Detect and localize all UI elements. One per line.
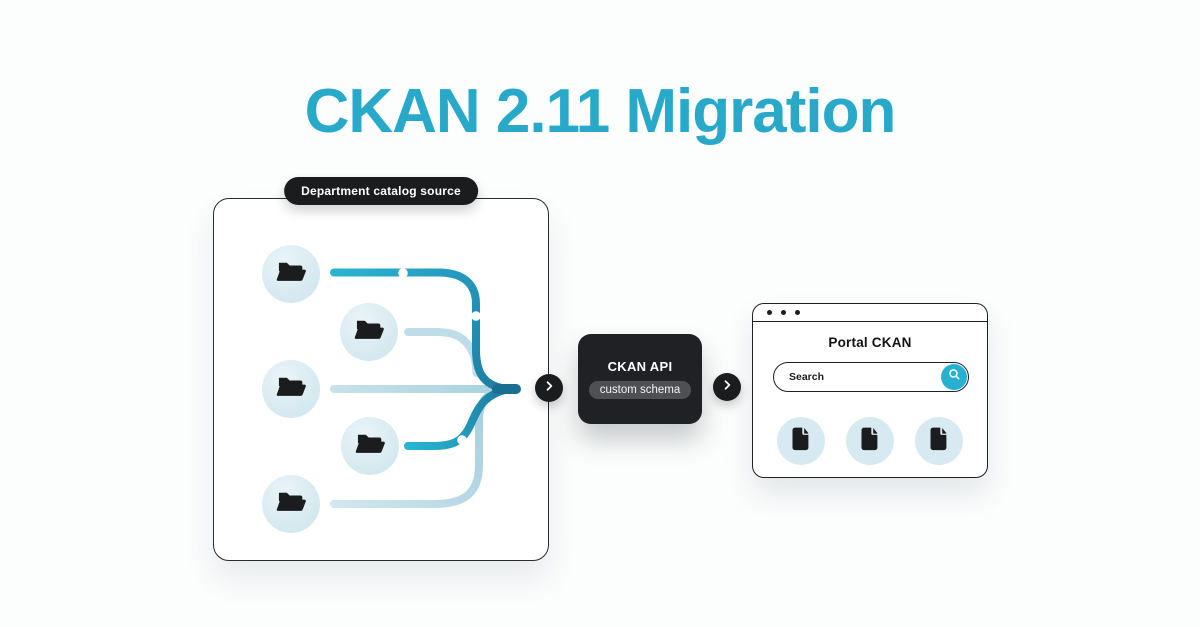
ckan-api-title: CKAN API bbox=[607, 359, 673, 374]
search-bar bbox=[773, 362, 969, 392]
ckan-api-node: CKAN API custom schema bbox=[578, 334, 702, 424]
portal-title: Portal CKAN bbox=[828, 335, 912, 350]
magnifier-icon bbox=[947, 367, 962, 387]
search-input[interactable] bbox=[774, 363, 941, 391]
flow-lines bbox=[330, 268, 521, 508]
dataset-results bbox=[753, 417, 987, 465]
source-panel-label: Department catalog source bbox=[284, 177, 478, 205]
packet-dot bbox=[457, 435, 467, 445]
window-control-dot bbox=[767, 310, 772, 315]
document-icon bbox=[927, 426, 951, 457]
window-titlebar bbox=[753, 304, 987, 322]
portal-window: Portal CKAN bbox=[752, 303, 988, 478]
search-button[interactable] bbox=[941, 364, 967, 390]
flow-arrow bbox=[535, 374, 563, 402]
window-control-dot bbox=[795, 310, 800, 315]
folder-source bbox=[341, 417, 399, 475]
open-folder-icon bbox=[276, 489, 306, 520]
document-icon bbox=[789, 426, 813, 457]
open-folder-icon bbox=[276, 259, 306, 290]
dataset-item bbox=[915, 417, 963, 465]
dataset-item bbox=[777, 417, 825, 465]
folder-source bbox=[262, 360, 320, 418]
custom-schema-badge: custom schema bbox=[588, 381, 692, 399]
packet-dot bbox=[398, 268, 408, 278]
window-control-dot bbox=[781, 310, 786, 315]
flow-arrow bbox=[713, 373, 741, 401]
dataset-item bbox=[846, 417, 894, 465]
packet-dot bbox=[471, 311, 481, 321]
flow-line-4 bbox=[404, 386, 509, 450]
open-folder-icon bbox=[354, 317, 384, 348]
open-folder-icon bbox=[355, 431, 385, 462]
folder-source bbox=[340, 303, 398, 361]
page-title: CKAN 2.11 Migration bbox=[304, 77, 897, 146]
flow-line-1 bbox=[330, 268, 508, 393]
chevron-right-icon bbox=[542, 379, 556, 398]
source-panel: Department catalog source bbox=[213, 177, 549, 561]
open-folder-icon bbox=[276, 374, 306, 405]
chevron-right-icon bbox=[720, 378, 734, 397]
folder-source bbox=[262, 245, 320, 303]
document-icon bbox=[858, 426, 882, 457]
flow-line-2 bbox=[404, 328, 481, 377]
folder-source bbox=[262, 475, 320, 533]
